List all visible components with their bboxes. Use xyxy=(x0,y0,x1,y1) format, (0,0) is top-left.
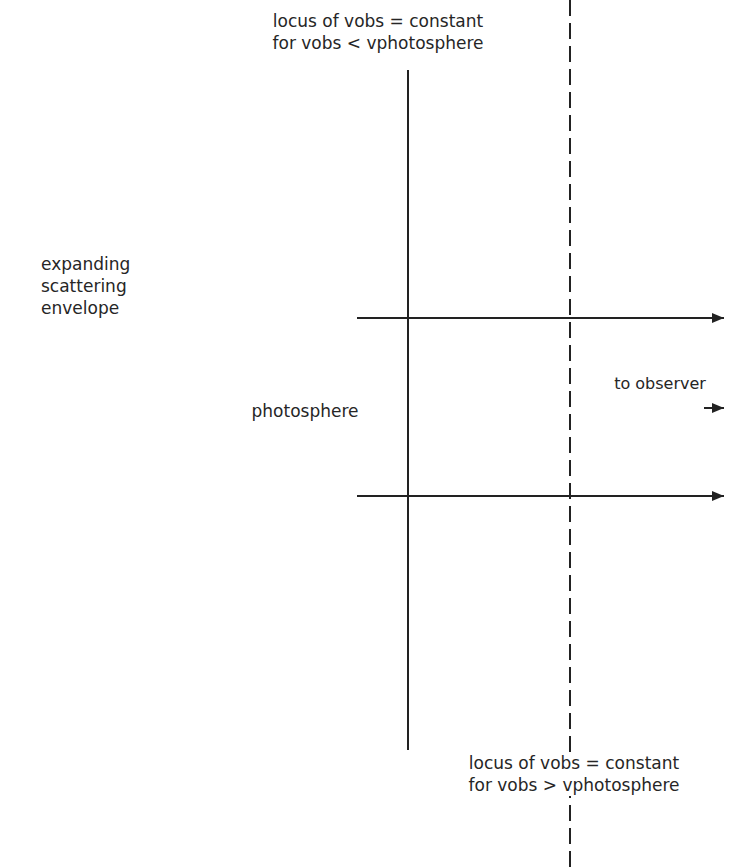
scattering-envelope: expanding scattering envelope photosphere xyxy=(17,143,655,687)
observer-arrow xyxy=(704,407,724,409)
node-text: expanding scattering envelope xyxy=(41,253,159,319)
solid-locus-line xyxy=(407,70,409,750)
photosphere-circle: photosphere xyxy=(220,326,390,496)
locus-label: locus of vobs = constant for vobs > vpho… xyxy=(421,752,727,796)
observer-label: to observer xyxy=(611,374,709,395)
ray-arrow xyxy=(357,495,724,497)
locus-label: locus of vobs = constant for vobs < vpho… xyxy=(225,10,531,54)
dashed-locus-line xyxy=(569,0,571,868)
ray-arrow xyxy=(357,317,724,319)
node-text: photosphere xyxy=(252,400,359,422)
